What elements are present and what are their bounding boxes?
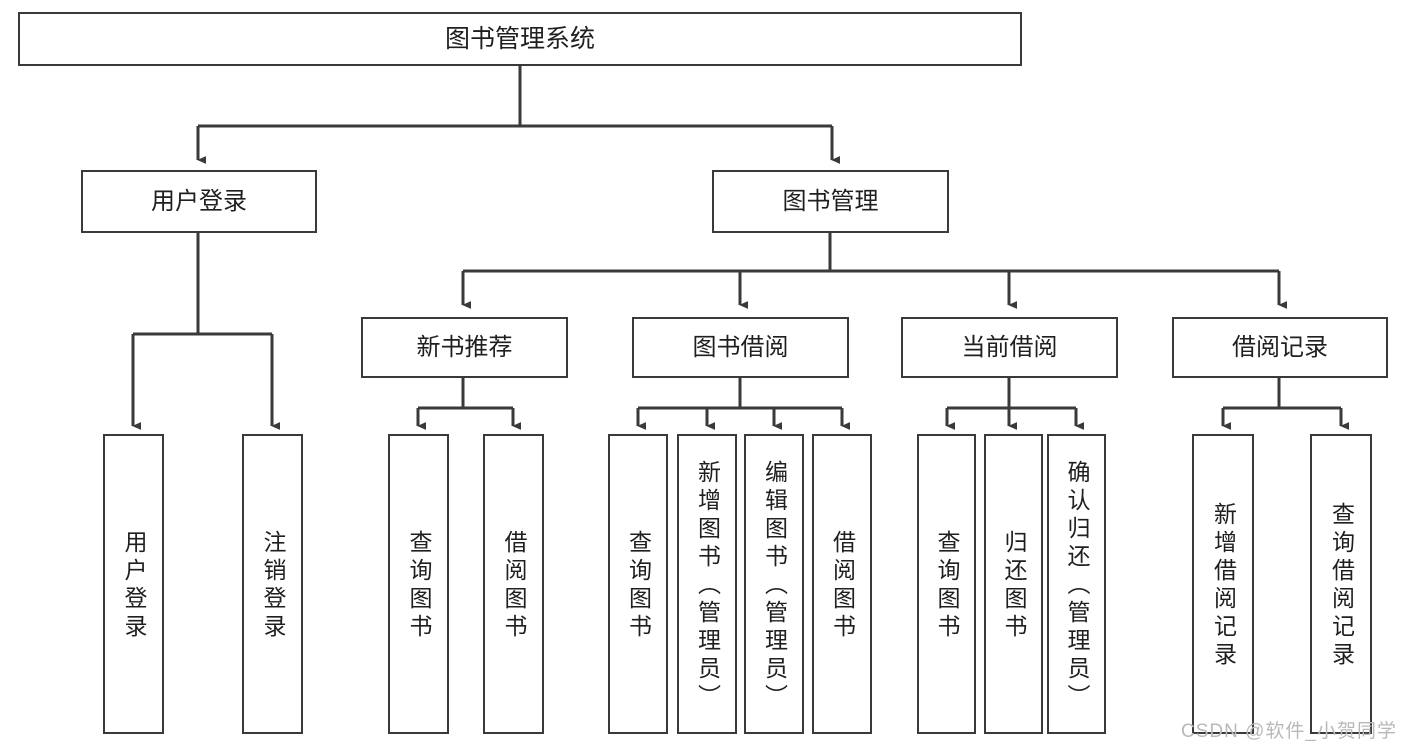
node-label: 新增借阅记录 [1210, 502, 1237, 670]
node-label: 查询图书 [406, 530, 432, 642]
edges-records-to-leaves [1221, 378, 1350, 430]
edges-new-book-to-leaves [416, 378, 522, 430]
node-label: 图书管理系统 [444, 24, 595, 53]
leaf-records-add-record[interactable]: 新增借阅记录 [1192, 434, 1254, 734]
leaf-current-return-book[interactable]: 归还图书 [984, 434, 1043, 734]
leaf-user-logout[interactable]: 注销登录 [242, 434, 303, 734]
leaf-borrow-add-book-admin[interactable]: 新增图书（管理员） [677, 434, 737, 734]
node-current-borrow[interactable]: 当前借阅 [901, 317, 1118, 378]
node-book-management[interactable]: 图书管理 [712, 170, 949, 233]
node-label: 新增图书（管理员） [694, 460, 721, 712]
node-label: 新书推荐 [416, 333, 513, 361]
node-label: 查询图书 [625, 530, 652, 642]
leaf-user-login[interactable]: 用户登录 [103, 434, 164, 734]
node-root-system[interactable]: 图书管理系统 [18, 12, 1022, 66]
node-book-borrow[interactable]: 图书借阅 [632, 317, 849, 378]
node-label: 图书借阅 [692, 333, 789, 361]
node-label: 借阅图书 [501, 530, 527, 642]
leaf-current-query-book[interactable]: 查询图书 [917, 434, 976, 734]
edges-root-to-level2 [196, 66, 841, 164]
leaf-records-query-record[interactable]: 查询借阅记录 [1310, 434, 1372, 734]
leaf-current-confirm-return-admin[interactable]: 确认归还（管理员） [1047, 434, 1106, 734]
node-label: 借阅图书 [829, 530, 856, 642]
node-label: 借阅记录 [1232, 333, 1328, 361]
node-new-book-recommend[interactable]: 新书推荐 [361, 317, 568, 378]
node-label: 用户登录 [151, 187, 247, 215]
node-label: 用户登录 [121, 530, 147, 642]
node-label: 查询借阅记录 [1328, 502, 1355, 670]
edges-book-mgmt-to-level3 [461, 233, 1288, 309]
node-label: 当前借阅 [961, 333, 1058, 361]
node-borrow-records[interactable]: 借阅记录 [1172, 317, 1388, 378]
leaf-newbook-borrow-book[interactable]: 借阅图书 [483, 434, 544, 734]
node-label: 编辑图书（管理员） [761, 460, 788, 712]
node-user-login[interactable]: 用户登录 [81, 170, 317, 233]
leaf-borrow-borrow-book[interactable]: 借阅图书 [812, 434, 872, 734]
leaf-newbook-query-book[interactable]: 查询图书 [388, 434, 449, 734]
leaf-borrow-query-book[interactable]: 查询图书 [608, 434, 668, 734]
node-label: 确认归还（管理员） [1064, 460, 1090, 712]
edges-user-login-to-leaves [131, 233, 281, 430]
edges-borrow-to-leaves [636, 378, 851, 430]
node-label: 归还图书 [1001, 530, 1027, 642]
node-label: 图书管理 [782, 187, 879, 215]
edges-current-to-leaves [945, 378, 1085, 430]
node-label: 查询图书 [934, 530, 960, 642]
leaf-borrow-edit-book-admin[interactable]: 编辑图书（管理员） [744, 434, 804, 734]
node-label: 注销登录 [260, 530, 286, 642]
